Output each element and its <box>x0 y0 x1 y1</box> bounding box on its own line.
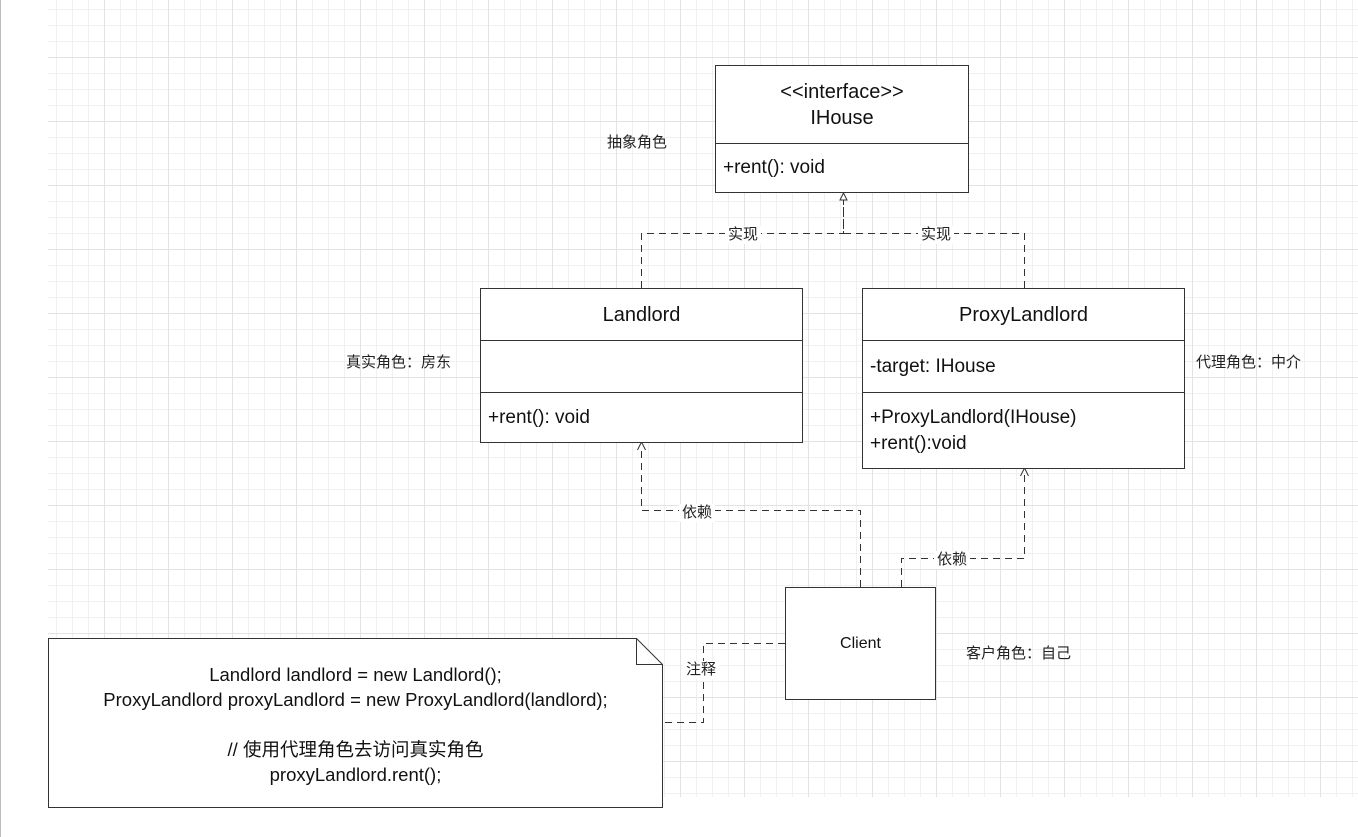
realization-arrowhead <box>839 191 848 201</box>
note-outline <box>48 638 663 808</box>
class-proxylandlord-methods: +ProxyLandlord(IHouse) +rent():void <box>863 393 1184 468</box>
class-proxylandlord-attribute: -target: IHouse <box>870 355 996 377</box>
edge-label-depend-left: 依赖 <box>679 504 716 522</box>
proxy-role-label: 代理角色：中介 <box>1196 354 1302 371</box>
class-proxylandlord-constructor: +ProxyLandlord(IHouse) <box>870 406 1077 428</box>
client-name: Client <box>840 634 881 652</box>
landlord-role-label: 真实角色：房东 <box>346 354 452 371</box>
class-landlord-name: Landlord <box>602 303 681 326</box>
interface-ihouse-header: <<interface>> IHouse <box>716 66 968 144</box>
client-box[interactable]: Client <box>785 587 936 700</box>
interface-methods: +rent(): void <box>716 144 968 192</box>
class-landlord-method: +rent(): void <box>488 406 590 428</box>
class-proxylandlord-box[interactable]: ProxyLandlord -target: IHouse +ProxyLand… <box>862 288 1185 469</box>
class-landlord-header: Landlord <box>481 289 802 341</box>
note-line: ProxyLandlord proxyLandlord = new ProxyL… <box>103 689 608 710</box>
class-proxylandlord-attributes: -target: IHouse <box>863 341 1184 393</box>
note-anchor-edge[interactable] <box>663 643 785 723</box>
dependency-edge-landlord[interactable] <box>641 448 861 587</box>
realization-edge-landlord[interactable] <box>641 200 844 288</box>
note-line: Landlord landlord = new Landlord(); <box>209 664 502 685</box>
note-shape[interactable]: Landlord landlord = new Landlord(); Prox… <box>48 638 663 808</box>
dependency-arrowhead-landlord <box>637 440 646 451</box>
canvas-left-border <box>0 0 1 837</box>
edge-label-note: 注释 <box>683 661 720 679</box>
edge-label-realize-right: 实现 <box>918 226 955 244</box>
interface-method: +rent(): void <box>723 157 825 178</box>
dependency-arrowhead-proxy <box>1020 466 1029 477</box>
interface-ihouse-box[interactable]: <<interface>> IHouse +rent(): void <box>715 65 969 193</box>
interface-stereotype: <<interface>> <box>780 80 904 103</box>
realization-edge-proxy[interactable] <box>843 200 1025 288</box>
note-text: Landlord landlord = new Landlord(); Prox… <box>48 662 663 787</box>
note-line: proxyLandlord.rent(); <box>269 764 442 785</box>
note-line <box>48 712 663 737</box>
class-proxylandlord-method: +rent():void <box>870 432 967 454</box>
class-landlord-methods: +rent(): void <box>481 393 802 442</box>
interface-name: IHouse <box>810 106 874 129</box>
interface-role-label: 抽象角色 <box>607 134 668 151</box>
edge-label-realize-left: 实现 <box>725 226 762 244</box>
dependency-edge-proxy[interactable] <box>901 474 1025 587</box>
class-landlord-attributes <box>481 341 802 393</box>
class-landlord-box[interactable]: Landlord +rent(): void <box>480 288 803 443</box>
edge-label-depend-right: 依赖 <box>934 551 971 569</box>
note-line: // 使用代理角色去访问真实角色 <box>227 739 484 760</box>
class-proxylandlord-header: ProxyLandlord <box>863 289 1184 341</box>
client-role-label: 客户角色：自己 <box>966 645 1072 662</box>
class-proxylandlord-name: ProxyLandlord <box>959 303 1088 326</box>
